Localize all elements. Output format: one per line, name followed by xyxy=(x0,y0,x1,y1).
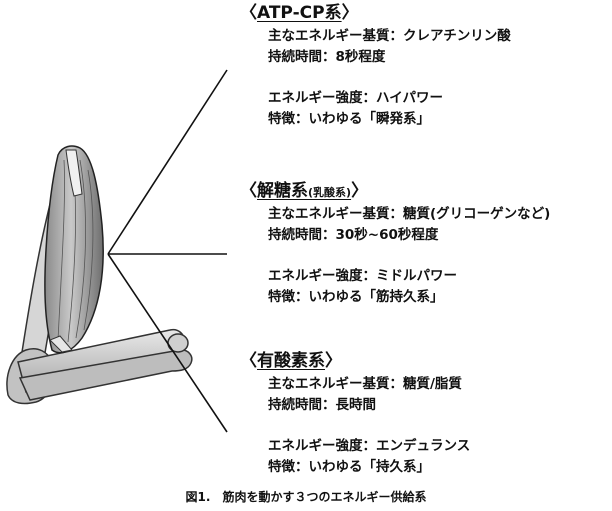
duration-text: 持続時間：8秒程度 xyxy=(268,49,386,65)
bicep-muscle xyxy=(44,145,104,354)
section-aerobic: 〈有酸素系〉 主なエネルギー基質：糖質/脂質 持続時間：長時間 エネルギー強度：… xyxy=(240,350,470,478)
energy-intensity-text: エネルギー強度：ミドルパワー xyxy=(268,268,457,284)
feature-text: 特徴：いわゆる「瞬発系」 xyxy=(268,111,430,127)
energy-substrate-text: 主なエネルギー基質：クレアチンリン酸 xyxy=(268,28,511,44)
energy-substrate-text: 主なエネルギー基質：糖質(グリコーゲンなど) xyxy=(268,206,551,222)
energy-intensity-text: エネルギー強度：エンデュランス xyxy=(268,438,471,454)
section-title: 〈ATP-CP系〉 xyxy=(240,3,359,23)
connector-lines xyxy=(107,69,228,433)
connector-line-bottom xyxy=(107,253,228,433)
section-title: 〈解糖系(乳酸系)〉 xyxy=(240,181,369,201)
section-title: 〈有酸素系〉 xyxy=(240,351,342,371)
feature-text: 特徴：いわゆる「筋持久系」 xyxy=(268,289,444,305)
figure-caption: 図1. 筋肉を動かす３つのエネルギー供給系 xyxy=(185,490,427,504)
section-atp-cp: 〈ATP-CP系〉 主なエネルギー基質：クレアチンリン酸 持続時間：8秒程度 エ… xyxy=(240,2,511,130)
forearm-bones xyxy=(17,328,193,401)
duration-text: 持続時間：30秒~60秒程度 xyxy=(268,227,439,243)
energy-intensity-text: エネルギー強度：ハイパワー xyxy=(268,90,443,106)
energy-substrate-text: 主なエネルギー基質：糖質/脂質 xyxy=(268,376,462,392)
connector-line-top xyxy=(107,69,228,255)
section-glycolytic: 〈解糖系(乳酸系)〉 主なエネルギー基質：糖質(グリコーゲンなど) 持続時間：3… xyxy=(240,180,550,308)
feature-text: 特徴：いわゆる「持久系」 xyxy=(268,459,430,475)
duration-text: 持続時間：長時間 xyxy=(268,397,376,413)
